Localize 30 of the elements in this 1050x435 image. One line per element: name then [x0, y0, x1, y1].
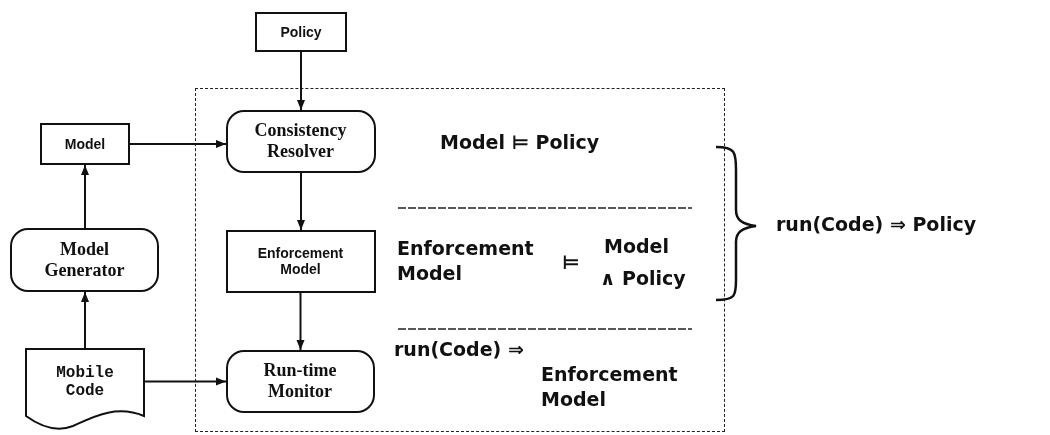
formula-text: ∧ Policy — [600, 266, 687, 291]
document-shape — [25, 348, 145, 430]
node-label: Enforcement Model — [256, 244, 345, 278]
dashed-frame — [195, 88, 725, 432]
node-label: Model — [63, 135, 107, 153]
node-label: Policy — [279, 23, 323, 41]
process-box — [225, 229, 376, 293]
node-label: Run-time Monitor — [262, 360, 338, 402]
formula-text: Model — [604, 234, 670, 259]
formula-text: Enforcement Model — [397, 236, 535, 286]
arrow — [297, 172, 305, 231]
arrow — [129, 140, 227, 148]
formula-text: Model ⊨ Policy — [440, 130, 601, 155]
arrow — [297, 51, 305, 111]
formula-text: run(Code) ⇒ — [394, 337, 525, 362]
arrow — [81, 164, 89, 229]
formula-text: ⊨ — [562, 250, 581, 275]
arrow — [81, 291, 89, 349]
process-box — [255, 12, 347, 52]
process-box — [40, 123, 130, 165]
rounded-box — [225, 109, 376, 173]
formula-text: Enforcement Model — [541, 362, 679, 412]
arrow — [296, 292, 305, 351]
node-label: Consistency Resolver — [253, 120, 348, 162]
arrow — [144, 377, 227, 386]
formula-text: run(Code) ⇒ Policy — [776, 212, 978, 237]
node-label: Model Generator — [43, 239, 126, 281]
node-label: Mobile Code — [55, 363, 115, 401]
rounded-box — [225, 349, 375, 413]
rounded-box — [10, 228, 159, 292]
